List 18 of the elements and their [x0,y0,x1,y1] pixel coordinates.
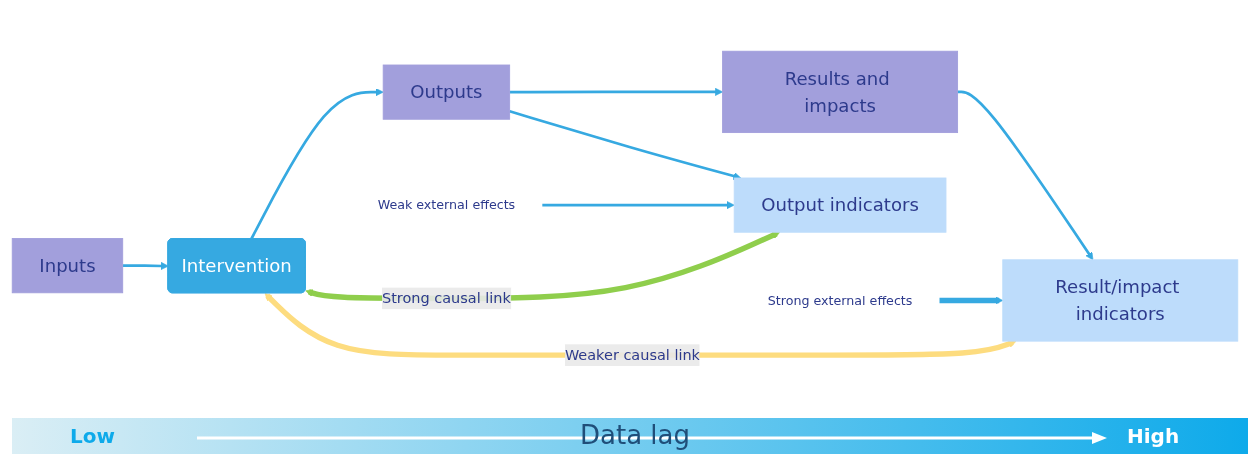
arrow [122,262,169,271]
node-box: Inputs [11,238,124,294]
edge-label: Weaker causal link [564,346,700,364]
arrow [939,296,1004,305]
arrow [957,90,1094,261]
node-box: Outputs [382,64,511,121]
arrow [509,88,723,97]
node-box: Results and impacts [722,51,959,134]
arrow [542,201,735,210]
low-label: Low [70,424,115,448]
arrow [250,88,384,240]
node-text: Strong external effects [767,293,913,308]
node-box: Output indicators [733,177,947,234]
high-label: High [1127,424,1180,448]
edge-label: Strong causal link [382,289,511,307]
node-text: Weak external effects [377,197,516,213]
arrow [264,293,1017,359]
node-box: Result/impact indicators [1002,259,1239,342]
